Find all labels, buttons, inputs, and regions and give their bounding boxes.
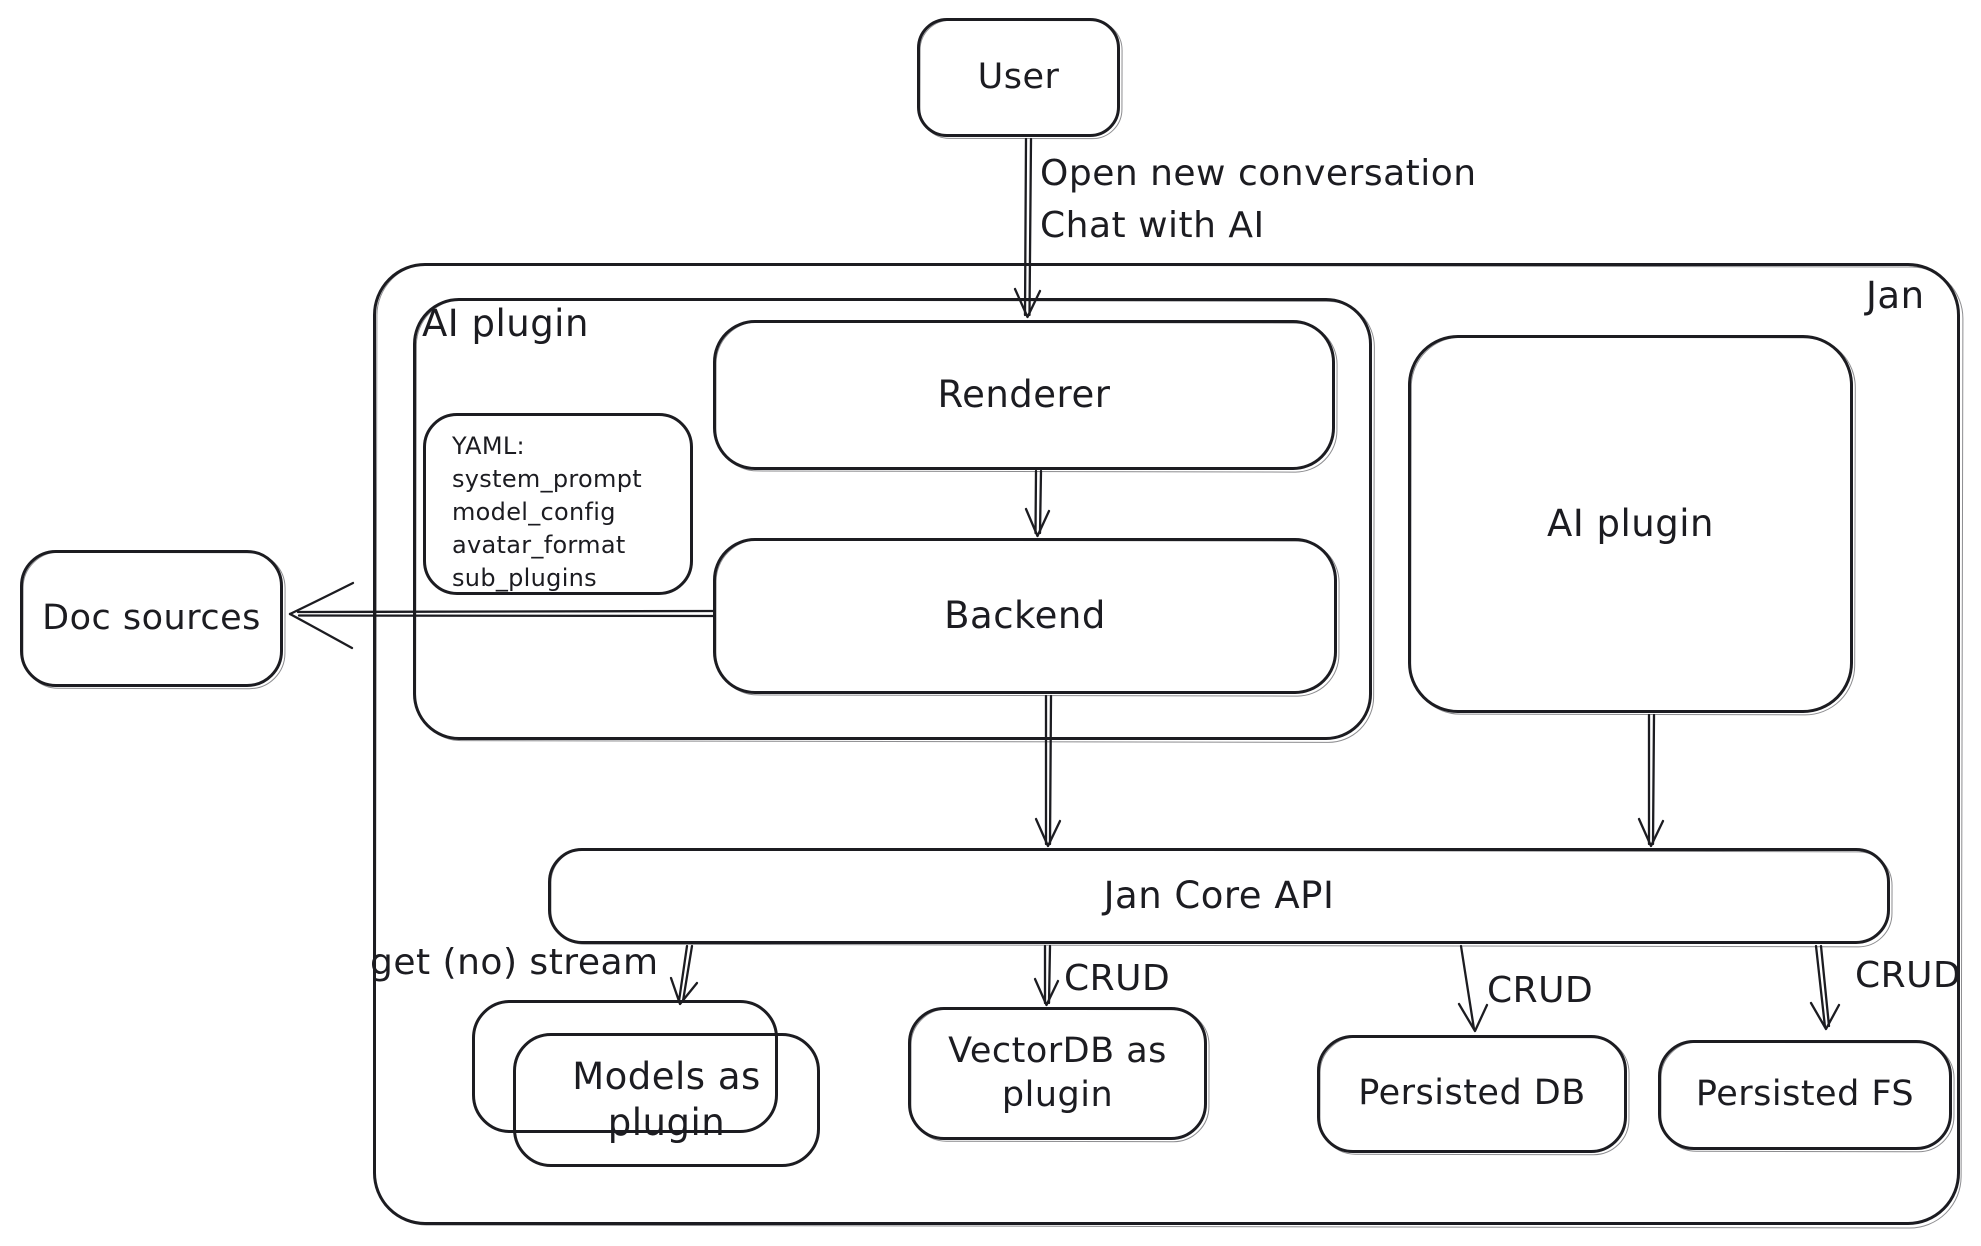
edge-label-crud-persisted-fs: CRUD [1855, 955, 1962, 996]
node-yaml-note: YAML: system_prompt model_config avatar_… [423, 413, 693, 595]
node-backend: Backend [713, 538, 1337, 694]
node-persisted-db-label: Persisted DB [1358, 1073, 1586, 1114]
ai-plugin-container-label: AI plugin [422, 302, 589, 345]
jan-container-label: Jan [1866, 274, 1925, 317]
edge-label-crud-persisted-db: CRUD [1487, 970, 1594, 1011]
edge-label-line: Open new conversation [1040, 153, 1477, 194]
node-vectordb-plugin: VectorDB as plugin [908, 1007, 1207, 1140]
yaml-line: avatar_format [452, 531, 626, 559]
node-jan-core-api: Jan Core API [548, 848, 1890, 944]
node-jan-core-api-label: Jan Core API [1103, 873, 1335, 917]
yaml-line: sub_plugins [452, 564, 597, 592]
node-user-label: User [977, 56, 1060, 97]
node-persisted-fs-label: Persisted FS [1695, 1074, 1915, 1115]
node-doc-sources: Doc sources [20, 550, 283, 687]
node-ai-plugin-right: AI plugin [1408, 335, 1853, 713]
jan-container [373, 263, 1960, 1225]
node-ai-plugin-right-label: AI plugin [1547, 501, 1714, 545]
node-models-plugin: Models as plugin [513, 1033, 820, 1167]
edge-label-line: Chat with AI [1040, 205, 1265, 246]
node-backend-label: Backend [944, 593, 1106, 637]
node-persisted-db: Persisted DB [1317, 1035, 1627, 1153]
yaml-line: system_prompt [452, 465, 642, 493]
node-models-plugin-label: Models as plugin [572, 1054, 761, 1144]
yaml-line: model_config [452, 498, 616, 526]
yaml-note-text: YAML: system_prompt model_config avatar_… [426, 416, 690, 592]
node-models-plugin-back [472, 1000, 778, 1133]
ai-plugin-container [413, 298, 1372, 740]
edge-label-user-to-renderer: Open new conversation Chat with AI [1040, 148, 1477, 252]
node-user: User [917, 18, 1120, 137]
node-doc-sources-label: Doc sources [42, 597, 261, 638]
node-renderer: Renderer [713, 320, 1335, 470]
yaml-title: YAML: [452, 432, 525, 460]
edge-label-crud-vectordb: CRUD [1064, 958, 1171, 999]
node-renderer-label: Renderer [937, 372, 1111, 416]
edge-label-get-no-stream: get (no) stream [370, 942, 659, 983]
node-persisted-fs: Persisted FS [1658, 1040, 1952, 1150]
node-vectordb-plugin-label: VectorDB as plugin [948, 1030, 1167, 1115]
